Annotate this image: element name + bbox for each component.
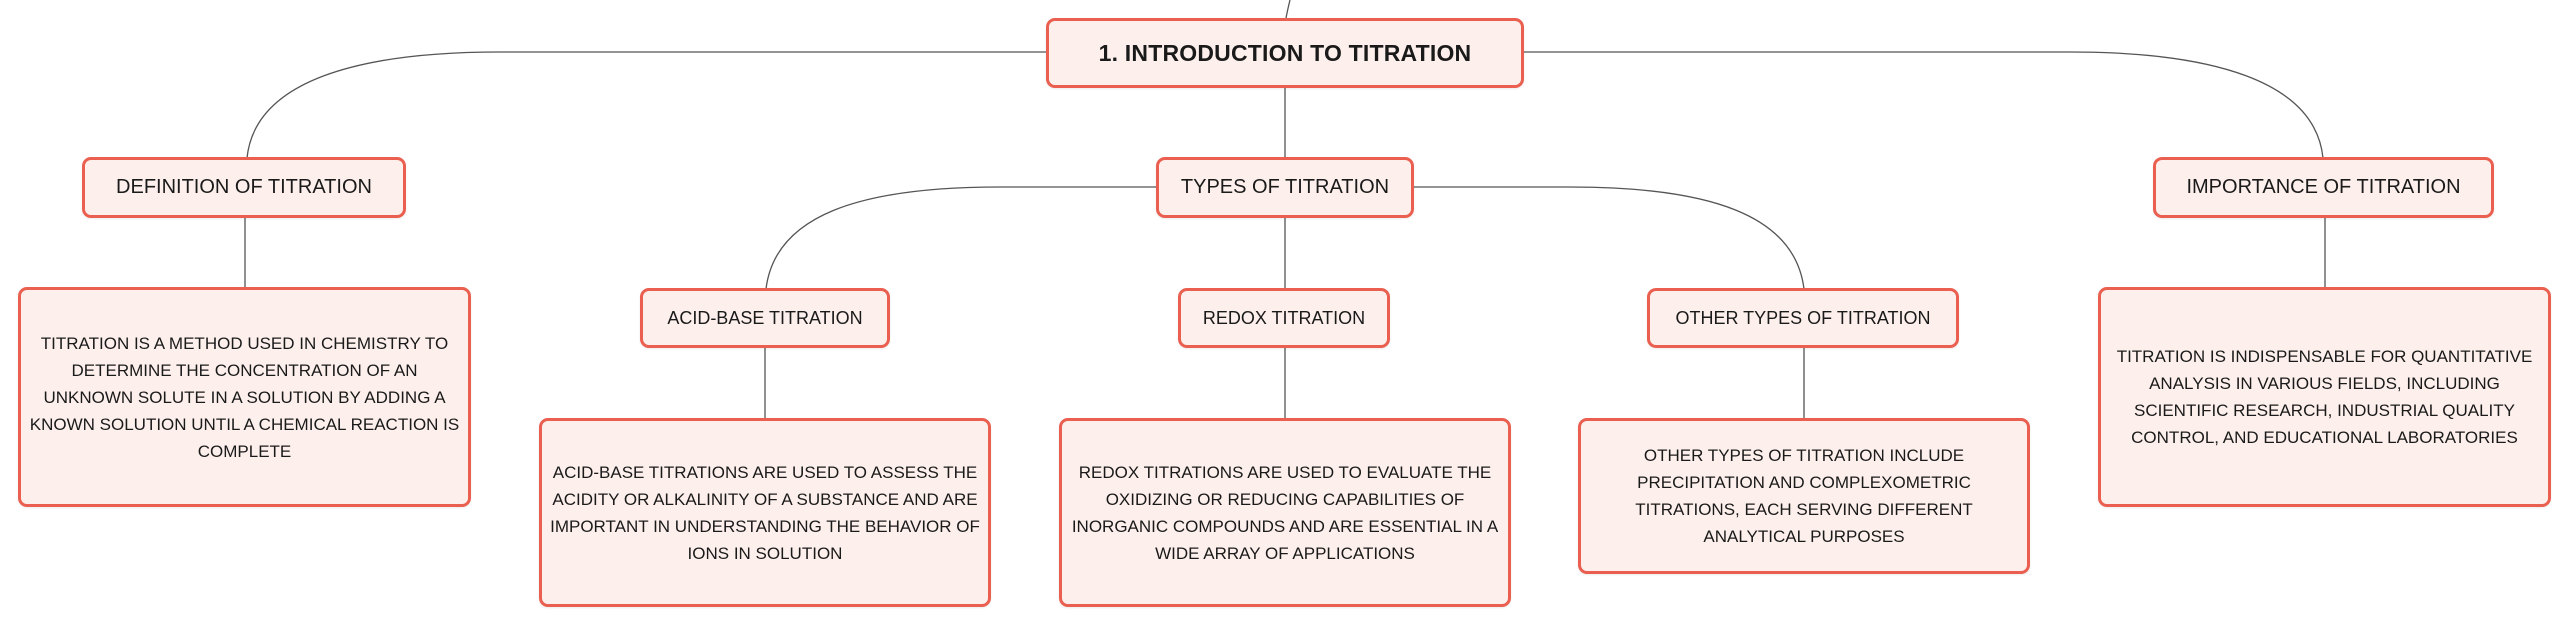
- topic-definition-label: DEFINITION OF TITRATION: [116, 176, 372, 198]
- detail-definition-text: TITRATION IS A METHOD USED IN CHEMISTRY …: [29, 333, 460, 461]
- detail-acid-base-text: ACID-BASE TITRATIONS ARE USED TO ASSESS …: [550, 462, 980, 563]
- topic-importance-label: IMPORTANCE OF TITRATION: [2186, 176, 2461, 198]
- root-topic-label: 1. INTRODUCTION TO TITRATION: [1098, 39, 1472, 66]
- detail-importance-text: TITRATION IS INDISPENSABLE FOR QUANTITAT…: [2116, 347, 2533, 447]
- detail-acid-base[interactable]: ACID-BASE TITRATIONS ARE USED TO ASSESS …: [539, 418, 991, 607]
- detail-definition[interactable]: TITRATION IS A METHOD USED IN CHEMISTRY …: [18, 287, 471, 507]
- topic-other-types[interactable]: OTHER TYPES OF TITRATION: [1647, 288, 1959, 348]
- detail-redox[interactable]: REDOX TITRATIONS ARE USED TO EVALUATE TH…: [1059, 418, 1511, 607]
- detail-redox-text: REDOX TITRATIONS ARE USED TO EVALUATE TH…: [1071, 462, 1499, 563]
- detail-other-types[interactable]: OTHER TYPES OF TITRATION INCLUDE PRECIPI…: [1578, 418, 2030, 574]
- topic-redox[interactable]: REDOX TITRATION: [1178, 288, 1390, 348]
- topic-redox-label: REDOX TITRATION: [1202, 307, 1366, 328]
- connector-root-parent: [1285, 0, 1291, 19]
- topic-other-types-label: OTHER TYPES OF TITRATION: [1675, 307, 1931, 328]
- topic-types-label: TYPES OF TITRATION: [1180, 176, 1390, 198]
- topic-acid-base-label: ACID-BASE TITRATION: [667, 307, 863, 328]
- connector-types-other: [1413, 186, 1805, 290]
- connector-root-definition: [246, 51, 1046, 159]
- root-topic[interactable]: 1. INTRODUCTION TO TITRATION: [1046, 18, 1524, 88]
- topic-definition[interactable]: DEFINITION OF TITRATION: [82, 157, 406, 218]
- connector-root-importance: [1524, 51, 2324, 159]
- topic-importance[interactable]: IMPORTANCE OF TITRATION: [2153, 157, 2494, 218]
- topic-types[interactable]: TYPES OF TITRATION: [1156, 157, 1414, 218]
- connector-types-acidbase: [765, 186, 1157, 290]
- detail-importance[interactable]: TITRATION IS INDISPENSABLE FOR QUANTITAT…: [2098, 287, 2551, 507]
- detail-other-types-text: OTHER TYPES OF TITRATION INCLUDE PRECIPI…: [1635, 446, 1973, 546]
- topic-acid-base[interactable]: ACID-BASE TITRATION: [640, 288, 890, 348]
